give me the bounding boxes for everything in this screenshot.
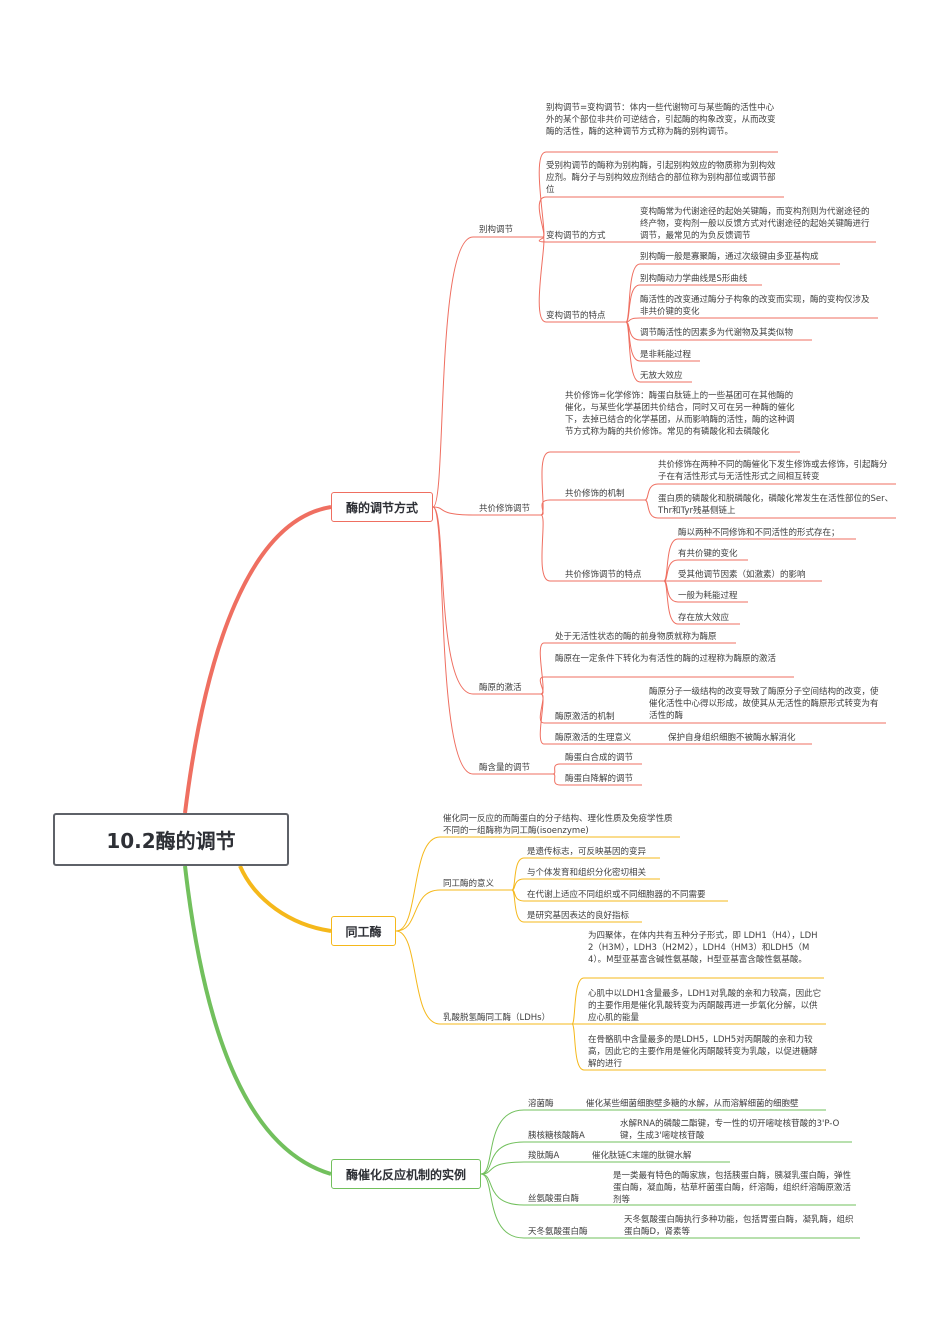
covalent-feature: 有共价键的变化 — [678, 549, 738, 559]
ldh-detail: 在骨骼肌中含量最多的是LDH5，LDH5对丙酮酸的亲和力较高，因此它的主要作用是… — [588, 1035, 818, 1069]
allosteric-mode-text: 变构酶常为代谢途径的起始关键酶，而变构剂则为代谢途径的终产物，变构剂一般以反馈方… — [640, 207, 870, 241]
ldh-detail: 心肌中以LDH1含量最多，LDH1对乳酸的亲和力较高，因此它的主要作用是催化乳酸… — [588, 989, 822, 1023]
example-desc: 催化肽链C末端的肽键水解 — [592, 1151, 692, 1161]
example-name[interactable]: 溶菌酶 — [528, 1099, 554, 1109]
main-topic-examples[interactable]: 酶催化反应机制的实例 — [331, 1159, 481, 1189]
example-desc: 是一类最有特色的酶家族，包括胰蛋白酶，胰凝乳蛋白酶，弹性蛋白酶，凝血酶，枯草杆菌… — [613, 1171, 852, 1205]
amount-item: 酶蛋白合成的调节 — [565, 753, 634, 763]
zymogen-item: 处于无活性状态的酶的前身物质就称为酶原 — [555, 632, 717, 642]
example-name[interactable]: 胰核糖核酸酶A — [528, 1131, 585, 1141]
example-desc: 天冬氨酸蛋白酶执行多种功能，包括胃蛋白酶，凝乳酶，组织蛋白酶D，肾素等 — [624, 1215, 854, 1237]
covalent-feature-label[interactable]: 共价修饰调节的特点 — [565, 570, 642, 580]
root-topic[interactable]: 10.2酶的调节 — [53, 813, 289, 866]
zymogen-physiology: 保护自身组织细胞不被酶水解消化 — [668, 733, 796, 743]
topic-covalent[interactable]: 共价修饰调节 — [479, 504, 531, 514]
allosteric-definition: 别构调节=变构调节：体内一些代谢物可与某些酶的活性中心外的某个部位非共价可逆结合… — [546, 103, 776, 137]
isoenzyme-definition: 催化同一反应的而酶蛋白的分子结构、理化性质及免疫学性质不同的一组酶称为同工酶(i… — [443, 814, 673, 836]
topic-allosteric[interactable]: 别构调节 — [479, 225, 514, 235]
main-topic-regulation[interactable]: 酶的调节方式 — [331, 492, 433, 522]
covalent-mechanism-label[interactable]: 共价修饰的机制 — [565, 489, 625, 499]
covalent-mechanism: 蛋白质的磷酸化和脱磷酸化，磷酸化常发生在活性部位的Ser、Thr和Tyr残基侧链… — [658, 494, 894, 516]
isoenzyme-meaning: 与个体发育和组织分化密切相关 — [527, 868, 647, 878]
isoenzyme-meaning: 是研究基因表达的良好指标 — [527, 911, 630, 921]
allosteric-feature: 别构酶一般是寡聚酶，通过次级键由多亚基构成 — [640, 252, 819, 262]
covalent-definition: 共价修饰=化学修饰：酶蛋白肽链上的一些基团可在其他酶的催化，与某些化学基团共价结… — [565, 391, 795, 437]
allosteric-effector: 受别构调节的酶称为别构酶，引起别构效应的物质称为别构效应剂。酶分子与别构效应剂结… — [546, 161, 776, 195]
isoenzyme-meaning-label[interactable]: 同工酶的意义 — [443, 879, 495, 889]
allosteric-feature: 调节酶活性的因素多为代谢物及其类似物 — [640, 328, 794, 338]
zymogen-item: 酶原在一定条件下转化为有活性的酶的过程称为酶原的激活 — [555, 654, 777, 664]
main-topic-isoenzyme[interactable]: 同工酶 — [331, 916, 396, 946]
isoenzyme-meaning: 在代谢上适应不同组织或不同细胞器的不同需要 — [527, 890, 706, 900]
ldh-label[interactable]: 乳酸脱氢酶同工酶（LDHs） — [443, 1013, 551, 1023]
zymogen-mechanism: 酶原分子一级结构的改变导致了酶原分子空间结构的改变，使催化活性中心得以形成，故使… — [649, 687, 879, 721]
allosteric-feature-label[interactable]: 变构调节的特点 — [546, 311, 606, 321]
zymogen-mechanism-label[interactable]: 酶原激活的机制 — [555, 712, 615, 722]
covalent-feature: 存在放大效应 — [678, 613, 730, 623]
allosteric-feature: 酶活性的改变通过酶分子构象的改变而实现，酶的变构仅涉及非共价键的变化 — [640, 295, 870, 317]
topic-enzyme-amount[interactable]: 酶含量的调节 — [479, 763, 531, 773]
example-name[interactable]: 丝氨酸蛋白酶 — [528, 1194, 580, 1204]
topic-zymogen[interactable]: 酶原的激活 — [479, 683, 522, 693]
covalent-mechanism: 共价修饰在两种不同的酶催化下发生修饰或去修饰，引起酶分子在有活性形式与无活性形式… — [658, 460, 888, 482]
allosteric-mode-label[interactable]: 变构调节的方式 — [546, 231, 606, 241]
ldh-detail: 为四聚体，在体内共有五种分子形式，即 LDH1（H4），LDH2（H3M），LD… — [588, 931, 818, 965]
example-desc: 催化某些细菌细胞壁多糖的水解，从而溶解细菌的细胞壁 — [586, 1099, 799, 1109]
allosteric-feature: 是非耗能过程 — [640, 350, 692, 360]
example-name[interactable]: 羧肽酶A — [528, 1151, 560, 1161]
allosteric-feature: 无放大效应 — [640, 371, 683, 381]
covalent-feature: 酶以两种不同修饰和不同活性的形式存在； — [678, 528, 840, 538]
allosteric-feature: 别构酶动力学曲线是S形曲线 — [640, 274, 748, 284]
covalent-feature: 一般为耗能过程 — [678, 591, 738, 601]
amount-item: 酶蛋白降解的调节 — [565, 774, 634, 784]
example-desc: 水解RNA的磷酸二酯键，专一性的切开嘧啶核苷酸的3'P-O键，生成3'嘧啶核苷酸 — [620, 1119, 840, 1141]
isoenzyme-meaning: 是遗传标志，可反映基因的变异 — [527, 847, 647, 857]
covalent-feature: 受其他调节因素（如激素）的影响 — [678, 570, 806, 580]
example-name[interactable]: 天冬氨酸蛋白酶 — [528, 1227, 588, 1237]
zymogen-physiology-label[interactable]: 酶原激活的生理意义 — [555, 733, 632, 743]
